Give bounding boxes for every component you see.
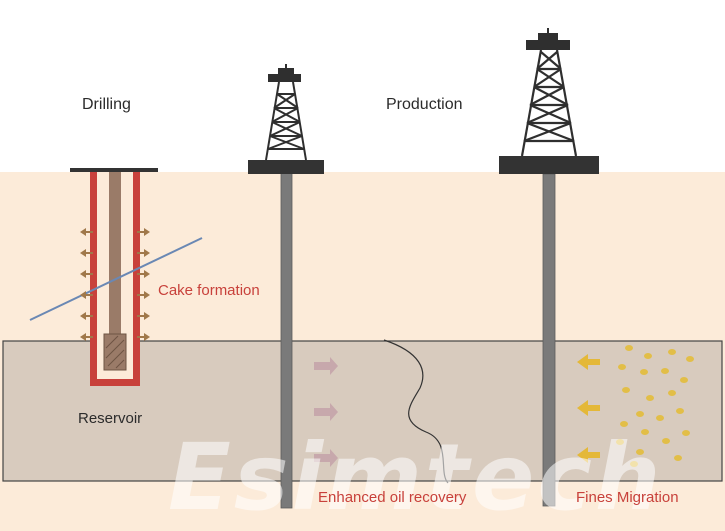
reservoir-label: Reservoir [78,410,143,427]
crown-top-1 [278,68,294,74]
platform-2 [499,156,599,174]
production-well-2 [499,28,599,507]
fines-arrow [577,354,600,370]
derrick-2 [520,49,578,157]
platform-1 [248,160,324,174]
crown-2 [526,40,570,50]
bit-hatch-2 [105,339,125,359]
eor-arrow [314,449,338,467]
crown-top-2 [538,33,558,40]
enhanced-oil-recovery-label: Enhanced oil recovery [318,489,467,506]
bit-hatch-4 [115,359,125,369]
well-cap [70,168,158,172]
crown-1 [268,74,301,82]
production-well-1 [248,64,324,509]
eor-arrows [314,357,338,467]
eor-arrow [314,403,338,421]
fines-particles [616,345,694,467]
fracture-line [29,237,203,321]
left-arrows [80,228,93,341]
bit-hatch-1 [105,335,119,349]
drilling-well [29,168,203,386]
drilling-label: Drilling [82,96,131,113]
flood-front-curve [383,339,449,484]
drill-pipe [109,172,121,334]
eor-arrow [314,357,338,375]
derrick-1 [265,81,307,161]
bit-hatch-3 [107,349,125,367]
watermark: Esimtech [168,424,664,531]
fines-arrow [577,447,600,463]
cake-formation-label: Cake formation [158,282,260,299]
right-arrows [137,228,150,341]
production-label: Production [386,96,463,113]
fines-migration-label: Fines Migration [576,489,679,506]
fines-arrows [577,354,600,463]
filtrate-arrows [80,228,150,341]
fines-arrow [577,400,600,416]
